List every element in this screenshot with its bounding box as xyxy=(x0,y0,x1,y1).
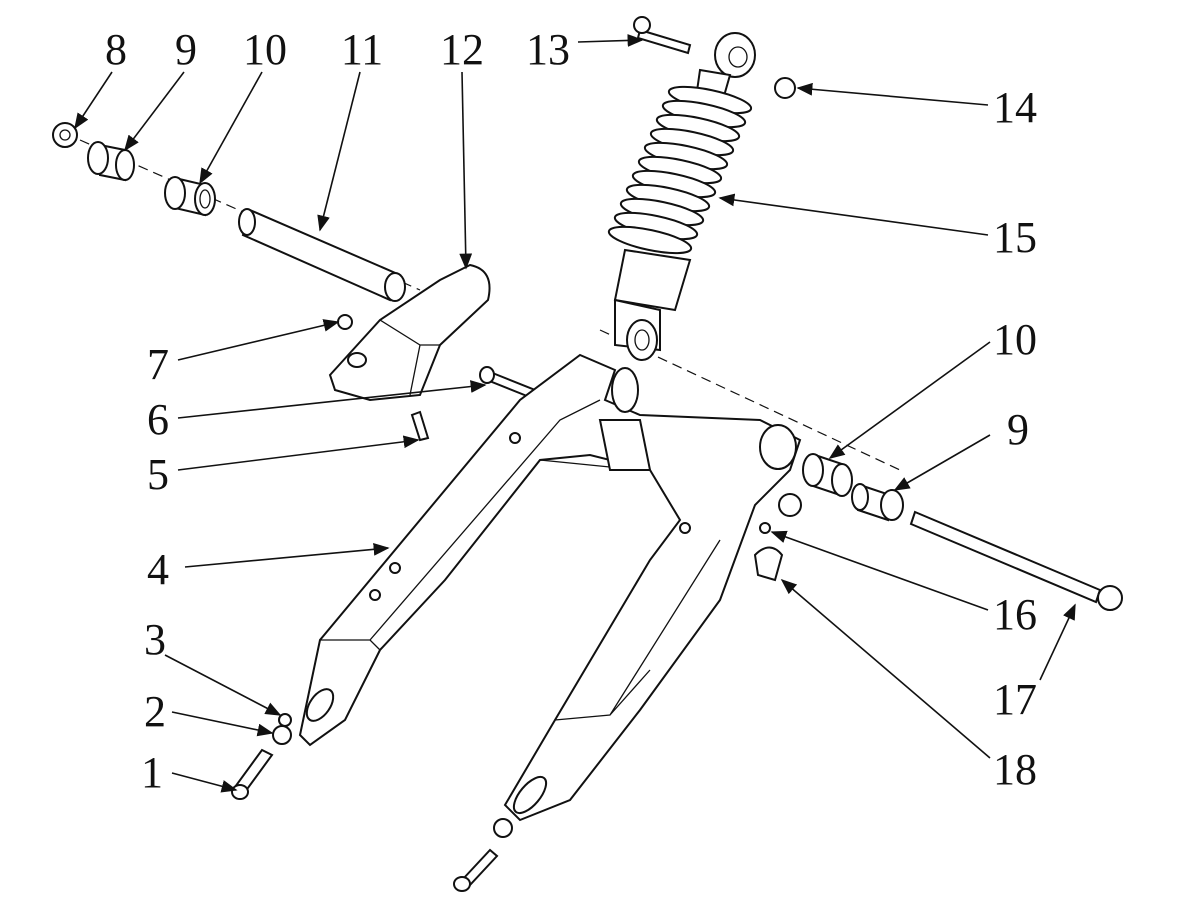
callout-12: 12 xyxy=(440,25,484,74)
bolt-6 xyxy=(479,366,542,402)
leader-lines xyxy=(74,34,1076,793)
callout-1: 1 xyxy=(141,748,163,797)
axle-bolt-17 xyxy=(909,510,1123,611)
screw-16 xyxy=(759,522,771,534)
nut-8 xyxy=(52,122,78,148)
bushing-9-right xyxy=(851,483,904,522)
shock-absorber-15 xyxy=(607,16,756,361)
callout-7: 7 xyxy=(147,340,169,389)
bushing-9 xyxy=(87,141,135,182)
callout-6: 6 xyxy=(147,395,169,444)
callout-8: 8 xyxy=(105,25,127,74)
callout-11: 11 xyxy=(340,25,384,74)
nut-14 xyxy=(774,77,796,99)
callout-14: 14 xyxy=(993,83,1037,132)
callout-16: 16 xyxy=(993,590,1037,639)
callout-10-right: 10 xyxy=(993,315,1037,364)
bolt-1 xyxy=(231,748,274,800)
callout-9: 9 xyxy=(175,25,197,74)
callout-5: 5 xyxy=(147,450,169,499)
spring-coil xyxy=(607,225,693,255)
callout-15: 15 xyxy=(993,213,1037,262)
callout-13: 13 xyxy=(526,25,570,74)
swingarm-4 xyxy=(298,353,802,822)
callout-17: 17 xyxy=(993,675,1037,724)
bearing-10 xyxy=(164,176,216,217)
bearing-10-right xyxy=(802,453,853,497)
washer-3 xyxy=(278,713,292,727)
callout-10: 10 xyxy=(243,25,287,74)
callout-2: 2 xyxy=(144,687,166,736)
nut-right xyxy=(778,493,802,517)
nut-2 xyxy=(272,725,292,745)
callout-3: 3 xyxy=(144,615,166,664)
callout-9-right: 9 xyxy=(1007,405,1029,454)
callout-18: 18 xyxy=(993,745,1037,794)
clip-18 xyxy=(753,546,784,582)
bolt-lower-right xyxy=(453,818,513,892)
callout-4: 4 xyxy=(147,545,169,594)
sleeve-11 xyxy=(238,208,406,302)
chain-guide-bracket-12 xyxy=(328,263,491,442)
